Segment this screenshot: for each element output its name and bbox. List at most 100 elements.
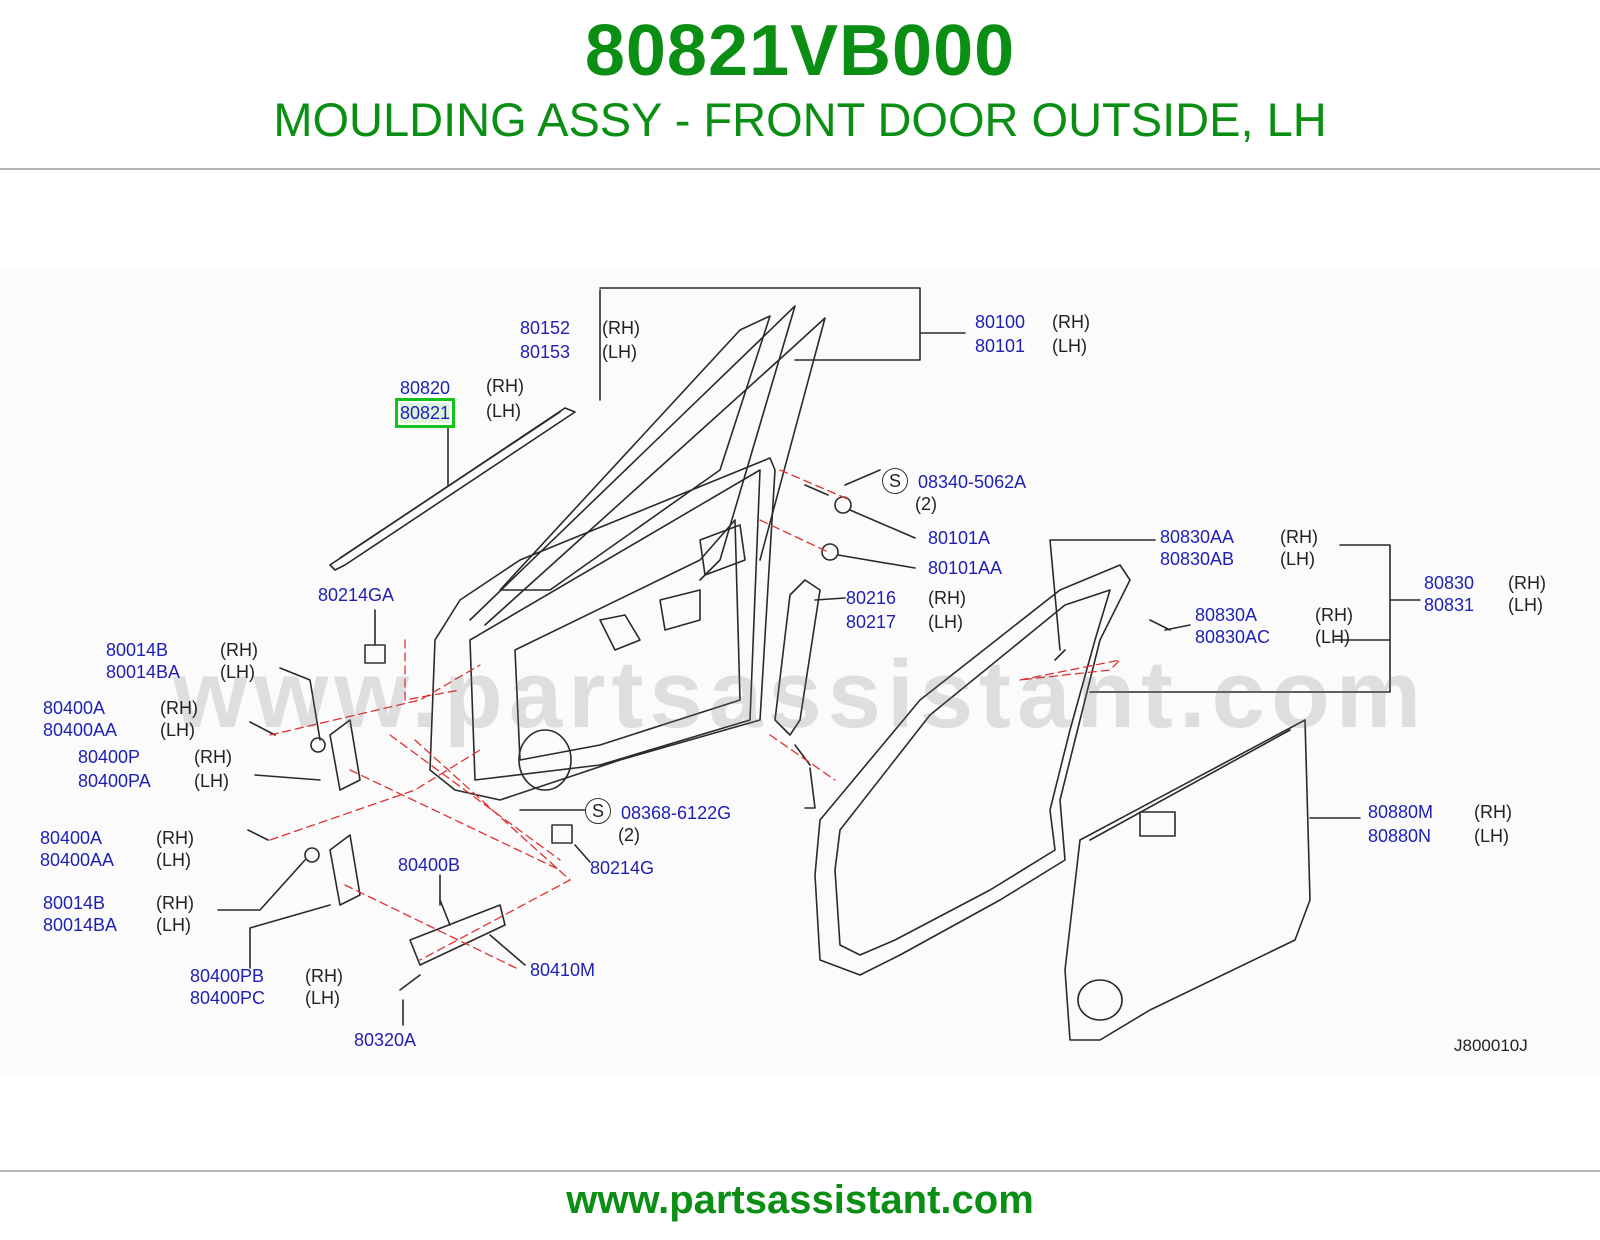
leader-80410m <box>489 934 526 966</box>
part-label[interactable]: 80014B <box>106 640 169 660</box>
part-label[interactable]: 80830 <box>1424 573 1475 593</box>
part-label[interactable]: 80830AC <box>1195 627 1271 647</box>
side-label: (LH) <box>220 662 255 682</box>
part-label[interactable]: 80400PB <box>190 966 265 986</box>
trim-switch-panel <box>1139 811 1176 837</box>
glass-run-channel <box>774 579 821 736</box>
side-label: (LH) <box>928 612 963 632</box>
door-cutout-2 <box>659 589 701 631</box>
part-label[interactable]: 08340-5062A <box>918 472 1027 492</box>
door-cutout-1 <box>599 614 641 651</box>
leader-80014b-upper <box>279 667 321 741</box>
door-sash-outer <box>469 305 796 621</box>
side-label: (LH) <box>1052 336 1087 356</box>
part-label[interactable]: 80880M <box>1368 802 1434 822</box>
lower-hinge <box>329 834 361 906</box>
grommet-80101aa <box>821 543 839 561</box>
part-label[interactable]: 80014BA <box>106 662 181 682</box>
quantity-label: (2) <box>618 825 640 845</box>
part-label[interactable]: 80400AA <box>43 720 118 740</box>
part-label[interactable]: 80820 <box>400 378 451 398</box>
trim-speaker <box>1077 979 1123 1021</box>
side-label: (RH) <box>220 640 258 660</box>
part-label[interactable]: 80014BA <box>43 915 118 935</box>
door-check-link <box>409 904 506 966</box>
side-label: (RH) <box>156 828 194 848</box>
part-label[interactable]: 80217 <box>846 612 897 632</box>
screw-80830a <box>1149 619 1171 631</box>
door-cutout-3 <box>699 524 746 576</box>
watermark: www.partsassistant.com <box>172 641 1428 748</box>
s-symbol-icon: S <box>585 798 611 824</box>
part-label[interactable]: 80152 <box>520 318 571 338</box>
side-label: (LH) <box>1315 627 1350 647</box>
part-label[interactable]: 80410M <box>530 960 596 980</box>
side-label: (LH) <box>1508 595 1543 615</box>
part-label[interactable]: 80880N <box>1368 826 1432 846</box>
alignment-lines <box>269 469 1121 971</box>
side-label: (RH) <box>1280 527 1318 547</box>
outside-moulding-inner <box>339 411 561 559</box>
leader-80216 <box>814 597 846 601</box>
side-label: (RH) <box>602 318 640 338</box>
figure-code: J800010J <box>1454 1036 1528 1055</box>
side-label: (LH) <box>486 401 521 421</box>
part-label[interactable]: 80153 <box>520 342 571 362</box>
part-label[interactable]: 80014B <box>43 893 106 913</box>
side-label: (RH) <box>928 588 966 608</box>
part-label[interactable]: 80400A <box>43 698 106 718</box>
part-label[interactable]: 80400B <box>398 855 461 875</box>
part-label[interactable]: 80830AB <box>1160 549 1235 569</box>
s-symbol-icon: S <box>882 468 908 494</box>
diagram-panel <box>0 270 1600 1075</box>
part-label[interactable]: 08368-6122G <box>621 803 732 823</box>
weatherstrip-outer <box>814 564 1131 976</box>
door-inner-detail <box>514 519 741 761</box>
lower-hinge-nut <box>304 847 320 863</box>
leader-80214g <box>574 844 591 863</box>
part-label[interactable]: 80216 <box>846 588 897 608</box>
part-label[interactable]: 80830A <box>1195 605 1258 625</box>
part-label[interactable]: 80101 <box>975 336 1026 356</box>
part-label[interactable]: 80400PA <box>78 771 151 791</box>
part-label[interactable]: 80831 <box>1424 595 1475 615</box>
side-label: (RH) <box>1474 802 1512 822</box>
leader-80101a <box>849 509 916 539</box>
window-opening <box>499 315 771 591</box>
sticker-80214ga <box>364 644 386 664</box>
part-label[interactable]: 80400PC <box>190 988 266 1008</box>
part-label[interactable]: 80400A <box>40 828 103 848</box>
page-header: 80821VB000 MOULDING ASSY - FRONT DOOR OU… <box>0 0 1600 168</box>
leader-80400p <box>254 774 321 781</box>
footer-url[interactable]: www.partsassistant.com <box>566 1178 1034 1222</box>
part-label[interactable]: 80400P <box>78 747 141 767</box>
quantity-label: (2) <box>915 494 937 514</box>
speaker-opening <box>518 729 572 791</box>
grommet-80101a <box>834 496 852 514</box>
door-inner-panel <box>469 469 761 781</box>
part-label[interactable]: 80101AA <box>928 558 1003 578</box>
upper-hinge-bolt <box>249 721 276 736</box>
part-label-highlighted[interactable]: 80821 <box>394 398 456 428</box>
leader-80100 <box>599 287 966 361</box>
side-label: (RH) <box>1315 605 1353 625</box>
clip-80830aa <box>1054 649 1066 661</box>
part-label[interactable]: 80100 <box>975 312 1026 332</box>
sticker-80214g <box>551 824 573 844</box>
trim-pocket <box>1089 729 1291 841</box>
part-label[interactable]: 80101A <box>928 528 991 548</box>
part-label[interactable]: 80400AA <box>40 850 115 870</box>
part-label[interactable]: 80830AA <box>1160 527 1235 547</box>
header-divider <box>0 168 1600 170</box>
part-label[interactable]: 80214G <box>590 858 655 878</box>
part-description: MOULDING ASSY - FRONT DOOR OUTSIDE, LH <box>273 93 1327 146</box>
part-label[interactable]: 80214GA <box>318 585 395 605</box>
door-sash-outer-2 <box>484 317 826 626</box>
leader-80400pb <box>249 904 331 969</box>
leader-80830-bracket <box>1089 544 1421 693</box>
side-label: (RH) <box>486 376 524 396</box>
screw-08340 <box>804 484 829 496</box>
part-label[interactable]: 80320A <box>354 1030 417 1050</box>
side-label: (LH) <box>156 850 191 870</box>
